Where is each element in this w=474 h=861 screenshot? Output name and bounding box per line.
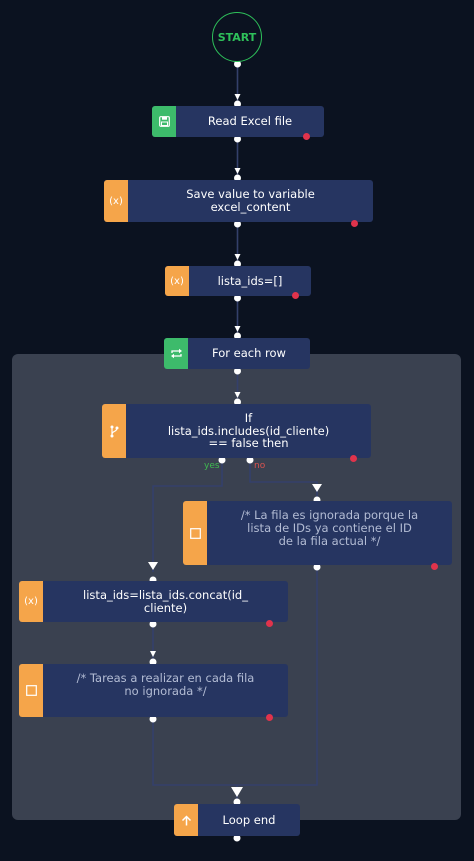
port-comment-ignored-out[interactable] [313,563,321,571]
lista-ids-init-node[interactable]: (x) lista_ids=[] [165,266,311,296]
loop-icon [164,338,188,369]
branch-no-label: no [254,461,266,471]
loop-end-node[interactable]: Loop end [174,804,300,836]
status-dot [303,133,310,140]
connector-tasks-merge [152,719,237,786]
status-dot [431,563,438,570]
variable-icon: (x) [104,180,128,222]
port-init-in[interactable] [234,260,241,268]
arrowhead-if [234,392,241,398]
port-if-yes-out[interactable] [218,456,226,464]
variable-icon: (x) [19,581,43,622]
branch-yes-label: yes [204,461,220,471]
arrowhead-concat [148,562,158,570]
if-condition-node[interactable]: If lista_ids.includes(id_cliente) == fal… [102,404,371,458]
comment-tasks-label: /* Tareas a realizar en cada fila no ign… [76,671,255,698]
loop-end-label: Loop end [222,812,276,827]
port-concat-out[interactable] [149,620,157,628]
lista-ids-concat-node[interactable]: (x) lista_ids=lista_ids.concat(id_ clien… [19,581,288,622]
save-value-node[interactable]: (x) Save value to variable excel_content [104,180,373,222]
port-loopend-out[interactable] [233,834,241,842]
comment-tasks-node[interactable]: /* Tareas a realizar en cada fila no ign… [19,664,288,717]
branch-icon [102,404,126,458]
variable-icon: (x) [165,266,189,296]
connector-if-yes [152,460,223,572]
connector-comment-merge [237,567,318,786]
status-dot [292,292,299,299]
port-start-out[interactable] [234,60,241,68]
port-read-in[interactable] [234,100,241,108]
save-icon [152,106,176,137]
arrowhead-tasks [150,651,156,657]
arrow-up-icon [174,804,198,836]
arrowhead-read [234,94,241,100]
arrowhead-comment-ignored [312,484,322,492]
comment-icon [19,664,43,717]
variable-icon-text: (x) [170,275,184,287]
for-each-row-node[interactable]: For each row [164,338,310,369]
port-init-out[interactable] [234,294,241,302]
port-loopend-in[interactable] [233,798,241,806]
port-foreach-out[interactable] [234,367,241,375]
port-tasks-out[interactable] [149,715,157,723]
if-condition-label: If lista_ids.includes(id_cliente) == fal… [167,410,330,451]
start-label: START [217,30,257,44]
comment-ignored-node[interactable]: /* La fila es ignorada porque la lista d… [183,501,452,565]
arrowhead-foreach [234,326,241,332]
variable-icon-text: (x) [24,596,38,607]
read-excel-label: Read Excel file [207,114,293,129]
start-node[interactable]: START [212,12,262,62]
port-read-out[interactable] [234,135,241,143]
arrowhead-init [234,254,241,260]
port-tasks-in[interactable] [149,658,157,666]
status-dot [350,455,357,462]
read-excel-node[interactable]: Read Excel file [152,106,324,137]
port-save-out[interactable] [234,220,241,228]
port-if-no-out[interactable] [246,456,254,464]
status-dot [266,714,273,721]
status-dot [351,220,358,227]
variable-icon-text: (x) [109,195,123,207]
save-value-label: Save value to variable excel_content [186,187,315,214]
port-save-in[interactable] [234,174,241,182]
port-if-in[interactable] [234,398,241,406]
lista-ids-concat-label: lista_ids=lista_ids.concat(id_ cliente) [83,587,248,615]
for-each-row-label: For each row [212,346,286,361]
arrowhead-loopend [231,787,243,797]
comment-icon [183,501,207,565]
lista-ids-init-label: lista_ids=[] [217,273,283,288]
comment-ignored-label: /* La fila es ignorada porque la lista d… [240,508,419,548]
port-foreach-in[interactable] [234,332,241,340]
arrowhead-save [234,168,241,174]
status-dot [266,620,273,627]
